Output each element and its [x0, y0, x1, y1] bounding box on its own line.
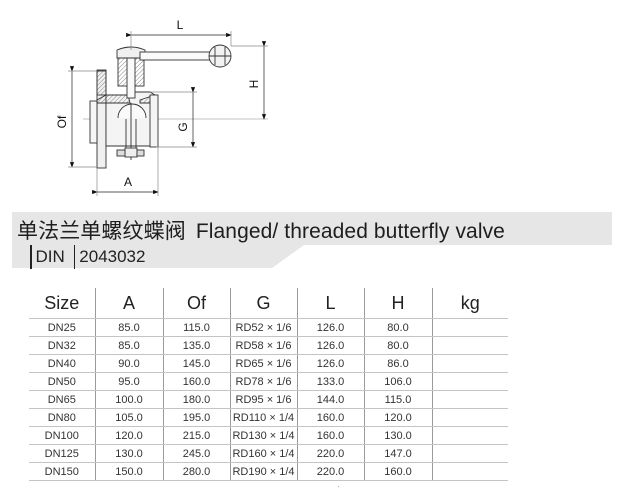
title-chinese: 单法兰单螺纹蝶阀	[17, 220, 186, 243]
cell-g: RD95 × 1/6	[229, 390, 297, 409]
cell-kg	[431, 426, 508, 445]
cell-g: RD65 × 1/6	[229, 354, 297, 373]
cell-g: RD78 × 1/6	[229, 372, 297, 391]
cell-of: 160.0	[162, 372, 230, 391]
table-header-row: Size A Of G L H kg	[29, 288, 508, 319]
dim-label-H: H	[247, 80, 261, 89]
col-header-size: Size	[29, 288, 95, 319]
cell-size: DN80	[29, 408, 95, 427]
handle-bar	[139, 51, 216, 61]
separator	[73, 245, 76, 269]
cell-a: 150.0	[94, 462, 163, 481]
cell-a: 85.0	[94, 336, 163, 355]
cell-l: 220.0	[296, 462, 364, 481]
standard-label: DIN	[35, 247, 65, 266]
cell-l: 126.0	[296, 336, 364, 355]
cell-a: 90.0	[94, 354, 163, 373]
cell-g: RD190 × 1/4	[229, 462, 297, 481]
title-english: Flanged/ threaded butterfly valve	[195, 220, 505, 243]
cell-size: DN32	[29, 336, 95, 355]
cell-l: 133.0	[296, 372, 364, 391]
cell-of: 280.0	[162, 462, 230, 481]
col-header-g: G	[229, 288, 297, 319]
cell-a: 100.0	[94, 390, 163, 409]
stray-dot	[338, 486, 339, 487]
product-code: 2043032	[79, 247, 146, 266]
col-header-l: L	[296, 288, 364, 319]
cell-a: 130.0	[94, 444, 163, 463]
cell-size: DN125	[29, 444, 95, 463]
cell-kg	[431, 390, 508, 409]
title-banner	[12, 212, 612, 268]
cell-l: 160.0	[296, 426, 364, 445]
cell-size: DN150	[29, 462, 95, 481]
col-header-h: H	[363, 288, 432, 319]
cell-size: DN40	[29, 354, 95, 373]
cell-a: 85.0	[94, 318, 163, 337]
cell-l: 126.0	[296, 354, 364, 373]
cell-size: DN100	[29, 426, 95, 445]
product-title: 单法兰单螺纹蝶阀 Flanged/ threaded butterfly valv…	[17, 215, 505, 245]
dim-label-L: L	[177, 18, 184, 32]
cell-of: 115.0	[162, 318, 230, 337]
cell-of: 195.0	[162, 408, 230, 427]
cell-h: 130.0	[363, 426, 432, 445]
cell-kg	[431, 444, 508, 463]
product-code-row: DIN 2043032	[30, 245, 145, 269]
cell-h: 115.0	[363, 390, 432, 409]
cell-h: 80.0	[363, 318, 432, 337]
cell-of: 145.0	[162, 354, 230, 373]
valve-drawing: L A H Of G	[55, 18, 268, 196]
cell-g: RD58 × 1/6	[229, 336, 297, 355]
cell-kg	[431, 354, 508, 373]
cell-of: 180.0	[162, 390, 230, 409]
cell-g: RD160 × 1/4	[229, 444, 297, 463]
cell-kg	[431, 336, 508, 355]
cell-kg	[431, 462, 508, 481]
cell-of: 245.0	[162, 444, 230, 463]
dim-label-Of: Of	[55, 115, 69, 128]
cell-a: 95.0	[94, 372, 163, 391]
cell-size: DN50	[29, 372, 95, 391]
cell-of: 135.0	[162, 336, 230, 355]
col-header-a: A	[94, 288, 163, 319]
cell-l: 126.0	[296, 318, 364, 337]
cell-l: 160.0	[296, 408, 364, 427]
cell-h: 86.0	[363, 354, 432, 373]
col-header-of: Of	[162, 288, 230, 319]
cell-size: DN25	[29, 318, 95, 337]
col-header-kg: kg	[431, 288, 508, 319]
cell-g: RD130 × 1/4	[229, 426, 297, 445]
separator	[30, 245, 32, 269]
dim-label-A: A	[124, 175, 132, 189]
dim-label-G: G	[176, 122, 190, 131]
cell-g: RD110 × 1/4	[229, 408, 297, 427]
cell-h: 80.0	[363, 336, 432, 355]
cell-a: 105.0	[94, 408, 163, 427]
cell-size: DN65	[29, 390, 95, 409]
cell-kg	[431, 408, 508, 427]
cell-l: 144.0	[296, 390, 364, 409]
cell-a: 120.0	[94, 426, 163, 445]
bottom-nut	[124, 147, 138, 158]
cell-h: 120.0	[363, 408, 432, 427]
cell-h: 147.0	[363, 444, 432, 463]
cell-l: 220.0	[296, 444, 364, 463]
cell-h: 106.0	[363, 372, 432, 391]
cell-kg	[431, 318, 508, 337]
cell-of: 215.0	[162, 426, 230, 445]
cell-h: 160.0	[363, 462, 432, 481]
cell-g: RD52 × 1/6	[229, 318, 297, 337]
cell-kg	[431, 372, 508, 391]
